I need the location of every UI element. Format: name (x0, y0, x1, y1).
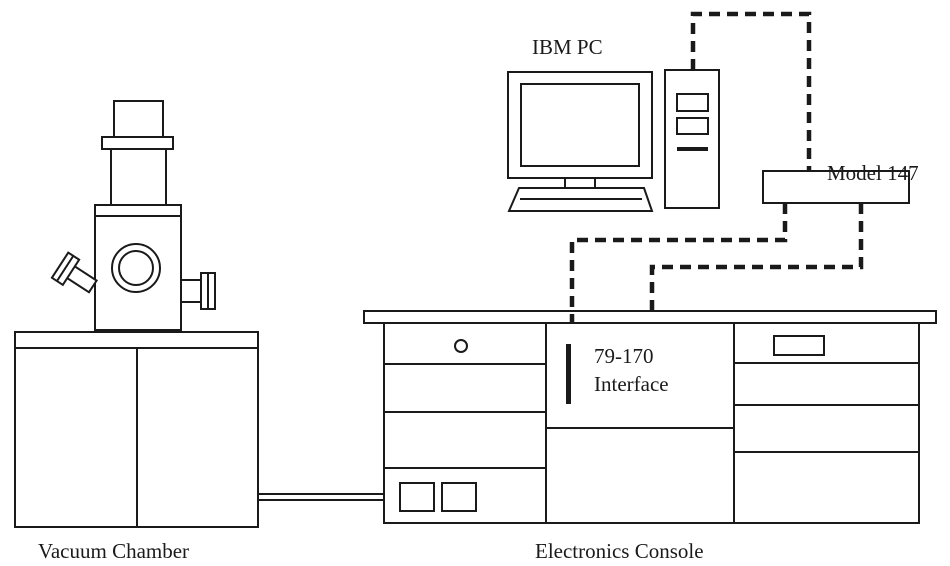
right-port-neck (180, 279, 202, 303)
pc-tower (664, 69, 720, 209)
left-angled-port (50, 251, 98, 294)
cable-model147-to-console (649, 203, 864, 311)
chamber-flange (101, 136, 174, 150)
pc-monitor-screen (520, 83, 640, 167)
interface-model-label: 79-170 (594, 344, 654, 368)
console-meter-right (441, 482, 477, 512)
chamber-top-cap (113, 100, 164, 138)
chamber-collar (94, 204, 182, 217)
console-display-slot (773, 335, 825, 356)
vacuum-chamber (14, 100, 259, 528)
cable-model147-to-interface (569, 203, 788, 323)
pc-drive-bay-2 (676, 117, 709, 135)
console-meter-left (399, 482, 435, 512)
electronics-console (363, 310, 937, 524)
interface-indicator-bar (566, 344, 571, 404)
model-147-label: Model 147 (827, 161, 919, 185)
dashed-cables (569, 11, 864, 323)
console-knob (454, 339, 468, 353)
model-147-unit (762, 170, 910, 204)
viewport-inner (118, 250, 154, 286)
pc-monitor (507, 71, 653, 179)
interface-label: Interface (594, 372, 669, 396)
console-tabletop (363, 310, 937, 324)
ibm-pc-label: IBM PC (532, 35, 603, 59)
chamber-column (110, 148, 167, 206)
pc-monitor-neck (564, 177, 596, 189)
ibm-pc (507, 69, 720, 212)
pc-drive-bay-1 (676, 93, 709, 112)
pc-drive-slot (677, 147, 708, 151)
vacuum-chamber-label: Vacuum Chamber (38, 539, 190, 563)
chamber-console-cable (258, 493, 384, 501)
cable-pc-to-model147 (690, 11, 812, 171)
electronics-console-label: Electronics Console (535, 539, 704, 563)
console-body (383, 322, 920, 524)
